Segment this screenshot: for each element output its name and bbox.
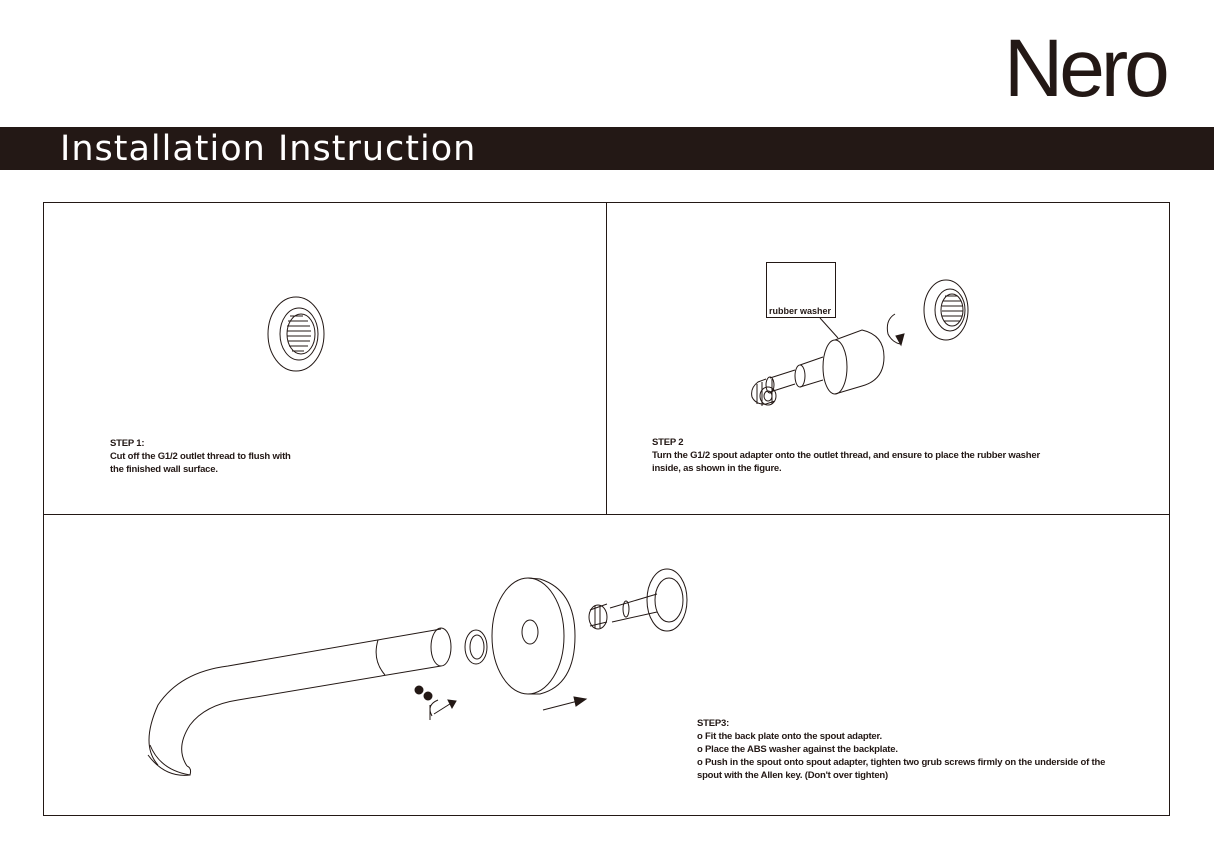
adapter-assembly-illustration — [588, 568, 688, 632]
wall-outlet-illustration — [923, 279, 969, 341]
step3-line: spout with the Allen key. (Don't over ti… — [697, 770, 888, 781]
page-title: Installation Instruction — [60, 129, 477, 169]
step3-line: o Push in the spout onto spout adapter, … — [697, 757, 1106, 768]
step2-line: inside, as shown in the figure. — [652, 463, 782, 474]
step3-line: o Place the ABS washer against the backp… — [697, 744, 898, 755]
step2-text: STEP 2 Turn the G1/2 spout adapter onto … — [652, 436, 1040, 475]
push-direction-arrow-icon — [542, 696, 588, 711]
panel-divider-vertical — [606, 202, 607, 515]
rotation-arrow-icon — [886, 313, 905, 347]
spout-adapter-illustration — [751, 329, 885, 406]
allen-key-arrow-icon — [429, 699, 457, 720]
title-bar: Installation Instruction — [0, 127, 1214, 170]
abs-washer-illustration — [464, 629, 488, 665]
rubber-washer-callout: rubber washer — [766, 262, 836, 318]
step2-line: Turn the G1/2 spout adapter onto the out… — [652, 450, 1040, 461]
back-plate-illustration — [491, 577, 576, 695]
step3-line: o Fit the back plate onto the spout adap… — [697, 731, 882, 742]
step1-heading: STEP 1: — [110, 438, 145, 449]
spout-illustration — [147, 627, 452, 776]
step3-text: STEP3: o Fit the back plate onto the spo… — [697, 717, 1105, 782]
callout-label: rubber washer — [769, 306, 832, 316]
outlet-thread-illustration — [267, 296, 325, 372]
step3-heading: STEP3: — [697, 718, 730, 729]
step1-line: Cut off the G1/2 outlet thread to flush … — [110, 451, 291, 462]
panel-divider-horizontal — [43, 514, 1170, 515]
brand-logo: Nero — [1004, 23, 1170, 114]
step1-text: STEP 1: Cut off the G1/2 outlet thread t… — [110, 437, 291, 476]
step1-line: the finished wall surface. — [110, 464, 218, 475]
grub-screws-illustration — [414, 685, 433, 701]
step2-heading: STEP 2 — [652, 437, 684, 448]
